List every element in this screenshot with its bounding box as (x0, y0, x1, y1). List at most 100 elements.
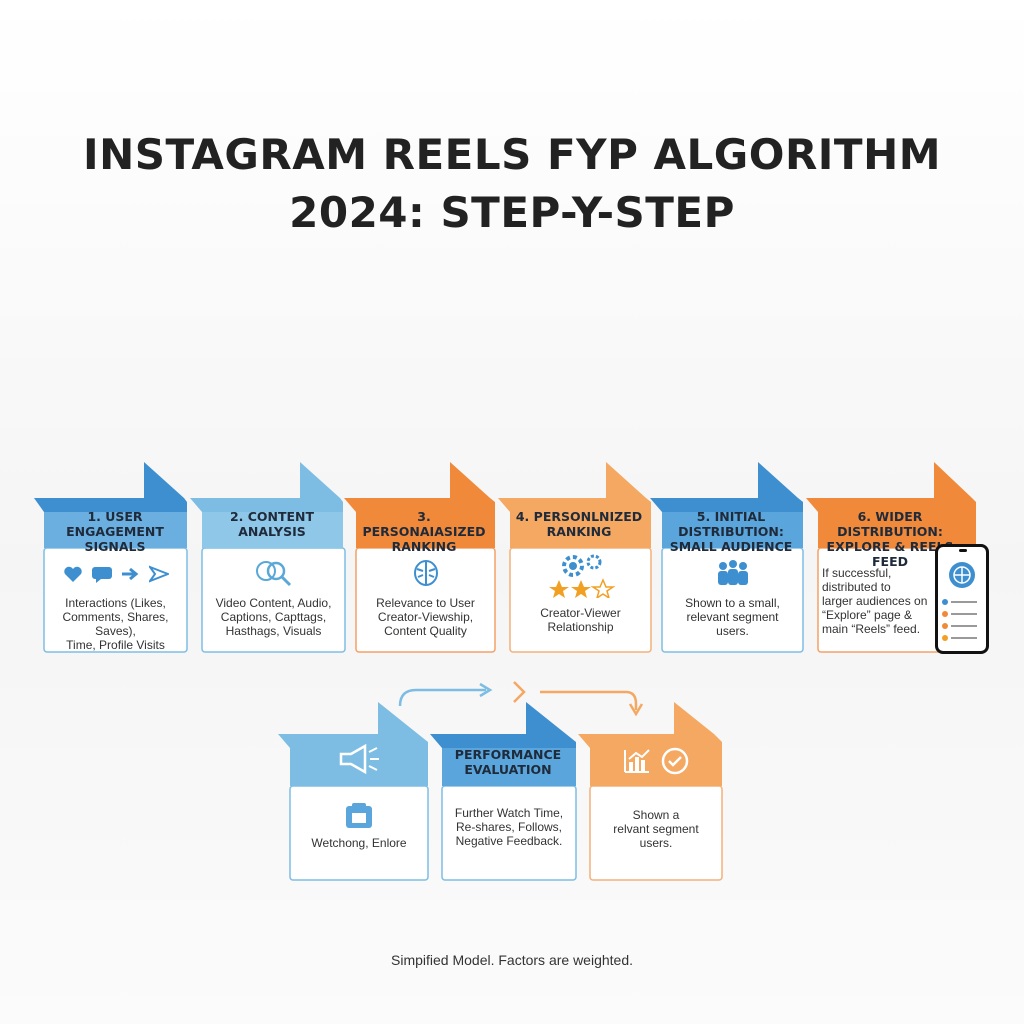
bottom-1-body-icons (290, 802, 428, 830)
step-5-icons (662, 558, 803, 588)
step-5-desc-line-2: relevant segment (686, 610, 779, 624)
step-1-desc-line-2: Comments, Shares, Saves), (62, 610, 169, 638)
bottom-card-1: Wetchong, Enlore (278, 702, 438, 884)
bottom-2-heading: PERFORMANCE EVALUATION (440, 747, 576, 777)
gears-stars-icon (548, 554, 615, 598)
step-5-desc-line-3: users. (716, 624, 749, 638)
step-3-heading-line-1: 3. PERSONAIASIZED (362, 509, 486, 539)
step-6-desc-line-4: “Explore” page & (822, 608, 913, 622)
bottom-card-2: PERFORMANCE EVALUATION Further Watch Tim… (430, 702, 590, 884)
magnifier-icon (255, 561, 291, 587)
step-card-3: 3. PERSONAIASIZED RANKING Relevance to U… (344, 462, 504, 658)
bottom-2-heading-line-2: EVALUATION (464, 762, 552, 777)
globe-phone-icon (935, 544, 989, 654)
step-3-heading: 3. PERSONAIASIZED RANKING (356, 509, 492, 554)
bottom-3-head-icons (590, 744, 722, 778)
flow-arrows (398, 681, 644, 717)
step-2-icons (202, 558, 345, 588)
step-1-desc-line-1: Interactions (Likes, (65, 596, 166, 610)
step-5-desc-line-1: Shown to a small, (685, 596, 780, 610)
step-2-desc-line-3: Hasthags, Visuals (225, 624, 322, 638)
step-2-desc-line-1: Video Content, Audio, (215, 596, 332, 610)
people-icon (717, 560, 748, 585)
step-4-description: Creator-Viewer Relationship (510, 606, 651, 634)
step-card-6-shape (806, 462, 976, 653)
bottom-card-2-shape (430, 702, 577, 881)
title-line-2: 2024: STEP-Y-STEP (289, 188, 735, 237)
step-5-heading-line-1: 5. INITIAL DISTRIBUTION: (678, 509, 784, 539)
step-6-description: If successful, distributed to larger aud… (822, 566, 932, 636)
step-3-desc-line-2: Creator-Viewship, (377, 610, 474, 624)
photo-icon (346, 803, 372, 828)
step-6-heading: 6. WIDER DISTRIBUTION: EXPLORE & REELS F… (810, 509, 970, 569)
bar-chart-icon (624, 749, 650, 773)
step-3-desc-line-1: Relevance to User (376, 596, 475, 610)
step-1-desc-line-3: Time, Profile Visits (66, 638, 165, 652)
step-card-4-shape (498, 462, 652, 653)
bottom-1-desc-line-1: Wetchong, Enlore (311, 836, 407, 850)
step-card-3-shape (344, 462, 496, 653)
globe-icon (949, 562, 975, 588)
step-5-description: Shown to a small, relevant segment users… (662, 596, 803, 638)
step-card-2-shape (190, 462, 346, 653)
bottom-card-3: Shown a relvant segment users. (578, 702, 738, 884)
step-6-desc-line-1: If successful, (822, 566, 892, 580)
step-6-heading-line-2: EXPLORE & REELS FEED (826, 539, 954, 569)
step-1-icons (44, 562, 187, 586)
step-2-desc-line-2: Captions, Capttags, (220, 610, 327, 624)
step-6-desc-line-3: larger audiences on (822, 594, 928, 608)
step-4-heading: 4. PERSONLNIZED RANKING (510, 509, 648, 539)
footer-note: Simpified Model. Factors are weighted. (391, 952, 633, 968)
step-6-desc-line-2: distributed to (822, 580, 891, 594)
bottom-2-description: Further Watch Time, Re-shares, Follows, … (442, 806, 576, 848)
bottom-1-head-icons (290, 742, 428, 776)
bottom-1-description: Wetchong, Enlore (290, 836, 428, 850)
step-4-desc-line-2: Relationship (547, 620, 614, 634)
check-circle-icon (661, 747, 689, 775)
step-2-heading-line-1: 2. CONTENT (229, 509, 315, 524)
step-2-description: Video Content, Audio, Captions, Capttags… (202, 596, 345, 638)
step-3-description: Relevance to User Creator-Viewship, Cont… (356, 596, 495, 638)
diagram-title: INSTAGRAM REELS FYP ALGORITHM 2024: STEP… (0, 126, 1024, 242)
step-4-heading-line-1: 4. PERSONLNIZED (515, 509, 643, 524)
bottom-2-desc-line-3: Negative Feedback. (455, 834, 563, 848)
step-3-desc-line-3: Content Quality (384, 624, 467, 638)
step-1-heading-line-2: SIGNALS (84, 539, 146, 554)
bottom-card-1-shape (278, 702, 429, 881)
step-5-heading: 5. INITIAL DISTRIBUTION: SMALL AUDIENCE (656, 509, 806, 554)
step-card-5-shape (650, 462, 804, 653)
bottom-3-description: Shown a relvant segment users. (590, 808, 722, 850)
bottom-2-desc-line-2: Re-shares, Follows, (455, 820, 563, 834)
step-2-heading-line-2: ANALYSIS (238, 524, 306, 539)
send-icon (148, 565, 169, 583)
step-card-1: 1. USER ENGAGEMENT SIGNALS Interactions … (34, 462, 194, 658)
step-1-description: Interactions (Likes, Comments, Shares, S… (44, 596, 187, 652)
bottom-3-desc-line-3: users. (639, 836, 673, 850)
step-card-2: 2. CONTENT ANALYSIS Video Content, Audio… (190, 462, 350, 658)
step-3-heading-line-2: RANKING (391, 539, 457, 554)
step-1-heading: 1. USER ENGAGEMENT SIGNALS (46, 509, 184, 554)
bottom-2-desc-line-1: Further Watch Time, (454, 806, 564, 820)
flow-arrow-2 (540, 690, 638, 710)
step-1-heading-line-1: 1. USER ENGAGEMENT (66, 509, 164, 539)
bottom-3-desc-line-1: Shown a (632, 808, 680, 822)
step-card-4: 4. PERSONLNIZED RANKING Creator-Viewer R… (498, 462, 658, 658)
share-arrow-icon (121, 567, 138, 581)
step-3-icons (356, 558, 495, 588)
brain-icon (413, 560, 438, 586)
step-6-desc-line-5: main “Reels” feed. (822, 622, 921, 636)
step-card-6: 6. WIDER DISTRIBUTION: EXPLORE & REELS F… (806, 462, 986, 658)
bottom-2-heading-line-1: PERFORMANCE (454, 747, 562, 762)
step-card-5: 5. INITIAL DISTRIBUTION: SMALL AUDIENCE … (650, 462, 810, 658)
megaphone-icon (339, 744, 379, 774)
step-4-desc-line-1: Creator-Viewer (540, 606, 621, 620)
bottom-3-desc-line-2: relvant segment (613, 822, 699, 836)
title-line-1: INSTAGRAM REELS FYP ALGORITHM (82, 130, 942, 179)
bottom-card-3-shape (578, 702, 723, 881)
flow-chevron (513, 681, 526, 703)
step-6-heading-line-1: 6. WIDER DISTRIBUTION: (837, 509, 943, 539)
step-2-heading: 2. CONTENT ANALYSIS (202, 509, 342, 539)
comment-icon (91, 567, 112, 583)
step-4-heading-line-2: RANKING (546, 524, 612, 539)
heart-icon (63, 566, 82, 582)
